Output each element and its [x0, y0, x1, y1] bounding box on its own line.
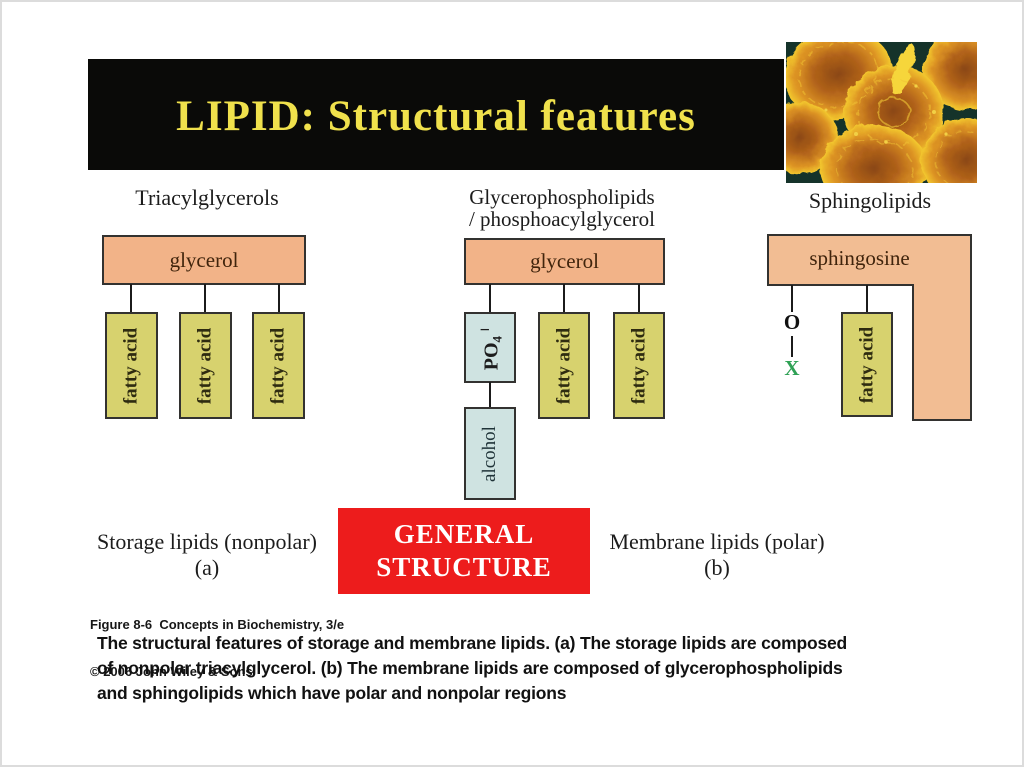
storage-lipids-annotation: Storage lipids (nonpolar) (a) [82, 529, 332, 581]
bond-line [278, 284, 280, 313]
cells-micrograph-image [762, 28, 1013, 211]
phosphate-label: PO4− [474, 319, 505, 371]
bond-line [489, 382, 491, 408]
general-structure-box: GENERAL STRUCTURE [338, 508, 590, 594]
bond-line [130, 284, 132, 313]
x-group-label: X [784, 356, 800, 380]
fatty-acid-label: fatty acid [120, 327, 142, 404]
glycerol-box-left: glycerol [102, 235, 306, 285]
po4-subscript: 4 [489, 335, 505, 343]
glycerol-label: glycerol [530, 249, 599, 273]
fatty-acid-box: fatty acid [538, 312, 590, 419]
sphingosine-label: sphingosine [809, 246, 910, 270]
alcohol-label: alcohol [479, 425, 500, 482]
micrograph-svg [762, 28, 1013, 211]
glycerol-box-middle: glycerol [464, 238, 665, 285]
bond-line [563, 284, 565, 313]
fatty-acid-box: fatty acid [105, 312, 158, 419]
column-header-sphingolipids: Sphingolipids [808, 188, 932, 213]
fatty-acid-label: fatty acid [628, 327, 650, 404]
general-structure-line1: GENERAL [393, 519, 535, 549]
po4-charge-minus: − [479, 319, 491, 340]
storage-lipids-label: Storage lipids (nonpolar) [97, 529, 317, 554]
caption-line2: of nonpolar triacylglycerol. (b) The mem… [97, 658, 843, 678]
bond-line [489, 284, 491, 313]
sphingosine-lshape [767, 234, 972, 421]
bond-line [866, 285, 868, 313]
po4-base: PO [480, 342, 503, 371]
fatty-acid-box: fatty acid [179, 312, 232, 419]
fatty-acid-label: fatty acid [267, 327, 289, 404]
caption-line3: and sphingolipids which have polar and n… [97, 683, 567, 703]
oxygen-atom-label: O [783, 310, 801, 334]
fatty-acid-label: fatty acid [194, 327, 216, 404]
column-header-glycerophospholipids: Glycerophospholipids / phosphoacylglycer… [442, 186, 682, 230]
caption-line1: The structural features of storage and m… [97, 633, 848, 653]
membrane-lipids-label: Membrane lipids (polar) [609, 529, 825, 554]
fatty-acid-label: fatty acid [553, 327, 575, 404]
fatty-acid-box: fatty acid [841, 312, 893, 417]
alcohol-box: alcohol [464, 407, 516, 500]
figure-caption: The structural features of storage and m… [97, 631, 977, 706]
general-structure-line2: STRUCTURE [376, 552, 552, 582]
phosphate-box: PO4− [464, 312, 516, 383]
membrane-lipids-sub: (b) [704, 555, 730, 580]
slide-title: LIPID: Structural features [176, 93, 696, 140]
fatty-acid-box: fatty acid [252, 312, 305, 419]
bond-line [204, 284, 206, 313]
fatty-acid-label: fatty acid [856, 326, 878, 403]
bond-line [791, 285, 793, 312]
figure-credit-line1: Figure 8-6 Concepts in Biochemistry, 3/e [90, 617, 345, 632]
glycerol-label: glycerol [169, 247, 239, 272]
glycerophospholipids-line1: Glycerophospholipids [469, 185, 655, 209]
title-bar: LIPID: Structural features [88, 59, 784, 170]
storage-lipids-sub: (a) [194, 555, 220, 580]
fatty-acid-box: fatty acid [613, 312, 665, 419]
bond-line [638, 284, 640, 313]
column-header-triacylglycerols: Triacylglycerols [135, 185, 279, 210]
figure-credit: Figure 8-6 Concepts in Biochemistry, 3/e… [90, 586, 344, 710]
figure-credit-line2: © 2006 John Wiley & Sons [90, 663, 253, 679]
glycerophospholipids-line2: / phosphoacylglycerol [468, 207, 656, 231]
membrane-lipids-annotation: Membrane lipids (polar) (b) [592, 529, 842, 581]
bond-line [791, 336, 793, 357]
